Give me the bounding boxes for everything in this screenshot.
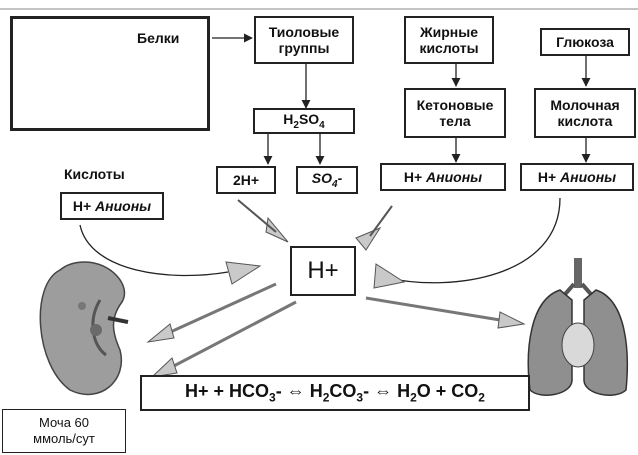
lungs-illustration xyxy=(527,258,628,396)
thiol-line2: группы xyxy=(278,40,330,56)
fatty-line2: кислоты xyxy=(419,40,479,56)
fatty-acids-box: Жирные кислоты xyxy=(404,16,494,64)
arrowhead-from-2h xyxy=(265,216,289,243)
ketone-anions-box: H+ Анионы xyxy=(380,163,506,191)
urine-line1: Моча 60 xyxy=(39,415,89,431)
so4-formula: SO4- xyxy=(311,169,343,190)
curve-acids-to-center xyxy=(79,224,229,277)
ketone-anions-text: Анионы xyxy=(426,168,483,185)
head-to-kidney xyxy=(146,323,175,343)
output-arrows xyxy=(146,282,526,378)
lactic-line2: кислота xyxy=(557,113,613,129)
lactic-line1: Молочная xyxy=(550,96,620,113)
proteins-label: Белки xyxy=(137,30,180,46)
h2so4-box: H2SO4 xyxy=(253,108,355,134)
lactic-anions-text: Анионы xyxy=(560,168,617,185)
thiol-line1: Тиоловые xyxy=(268,23,340,40)
ketone-line2: тела xyxy=(439,113,471,129)
ketone-bodies-box: Кетоновые тела xyxy=(404,88,506,138)
lactic-anions-h: H+ xyxy=(537,168,557,185)
arrowhead-lactic xyxy=(373,263,406,289)
arrowhead-acids xyxy=(225,261,262,285)
arrowhead-from-ketone xyxy=(355,226,382,251)
equation-box: H+ + HCO3- ⇔ H2CO3- ⇔ H2O + CO2 xyxy=(140,375,530,411)
acids-anions-box: H+ Анионы xyxy=(60,192,164,220)
two-h-box: 2H+ xyxy=(216,166,276,194)
shaft-to-kidney xyxy=(165,282,277,336)
h2so4-formula: H2SO4 xyxy=(283,110,325,131)
curve-lactic-to-center xyxy=(387,197,561,284)
shaft-from-ketone xyxy=(369,205,393,237)
head-to-lungs xyxy=(497,311,526,329)
kidney-illustration xyxy=(39,261,129,396)
equation-text: H+ + HCO3- ⇔ H2CO3- ⇔ H2O + CO2 xyxy=(185,380,485,405)
ketone-line1: Кетоновые xyxy=(416,96,494,113)
connector-arrows xyxy=(212,33,591,165)
urine-line2: ммоль/сут xyxy=(33,431,95,446)
urine-box: Моча 60 ммоль/сут xyxy=(2,409,126,453)
lactic-acid-box: Молочная кислота xyxy=(534,88,636,138)
center-h-box: H+ xyxy=(290,246,356,296)
fatty-line1: Жирные xyxy=(419,23,478,40)
shaft-to-lungs xyxy=(365,296,501,322)
lactic-anions-box: H+ Анионы xyxy=(520,163,634,191)
diagonal-arrow-shafts xyxy=(237,199,393,237)
shaft-to-equation xyxy=(169,300,297,370)
thiol-groups-box: Тиоловые группы xyxy=(254,16,354,64)
acids-anions-text: Анионы xyxy=(95,197,152,214)
acids-label: Кислоты xyxy=(64,166,125,182)
so4-box: SO4- xyxy=(296,166,358,194)
glucose-box: Глюкоза xyxy=(540,28,630,56)
acids-anions-h: H+ xyxy=(72,197,92,214)
curved-flows xyxy=(79,197,561,284)
shaft-from-2h xyxy=(237,199,277,233)
ketone-anions-h: H+ xyxy=(403,168,423,185)
food-frame xyxy=(10,16,210,131)
grey-arrowheads xyxy=(225,216,406,289)
